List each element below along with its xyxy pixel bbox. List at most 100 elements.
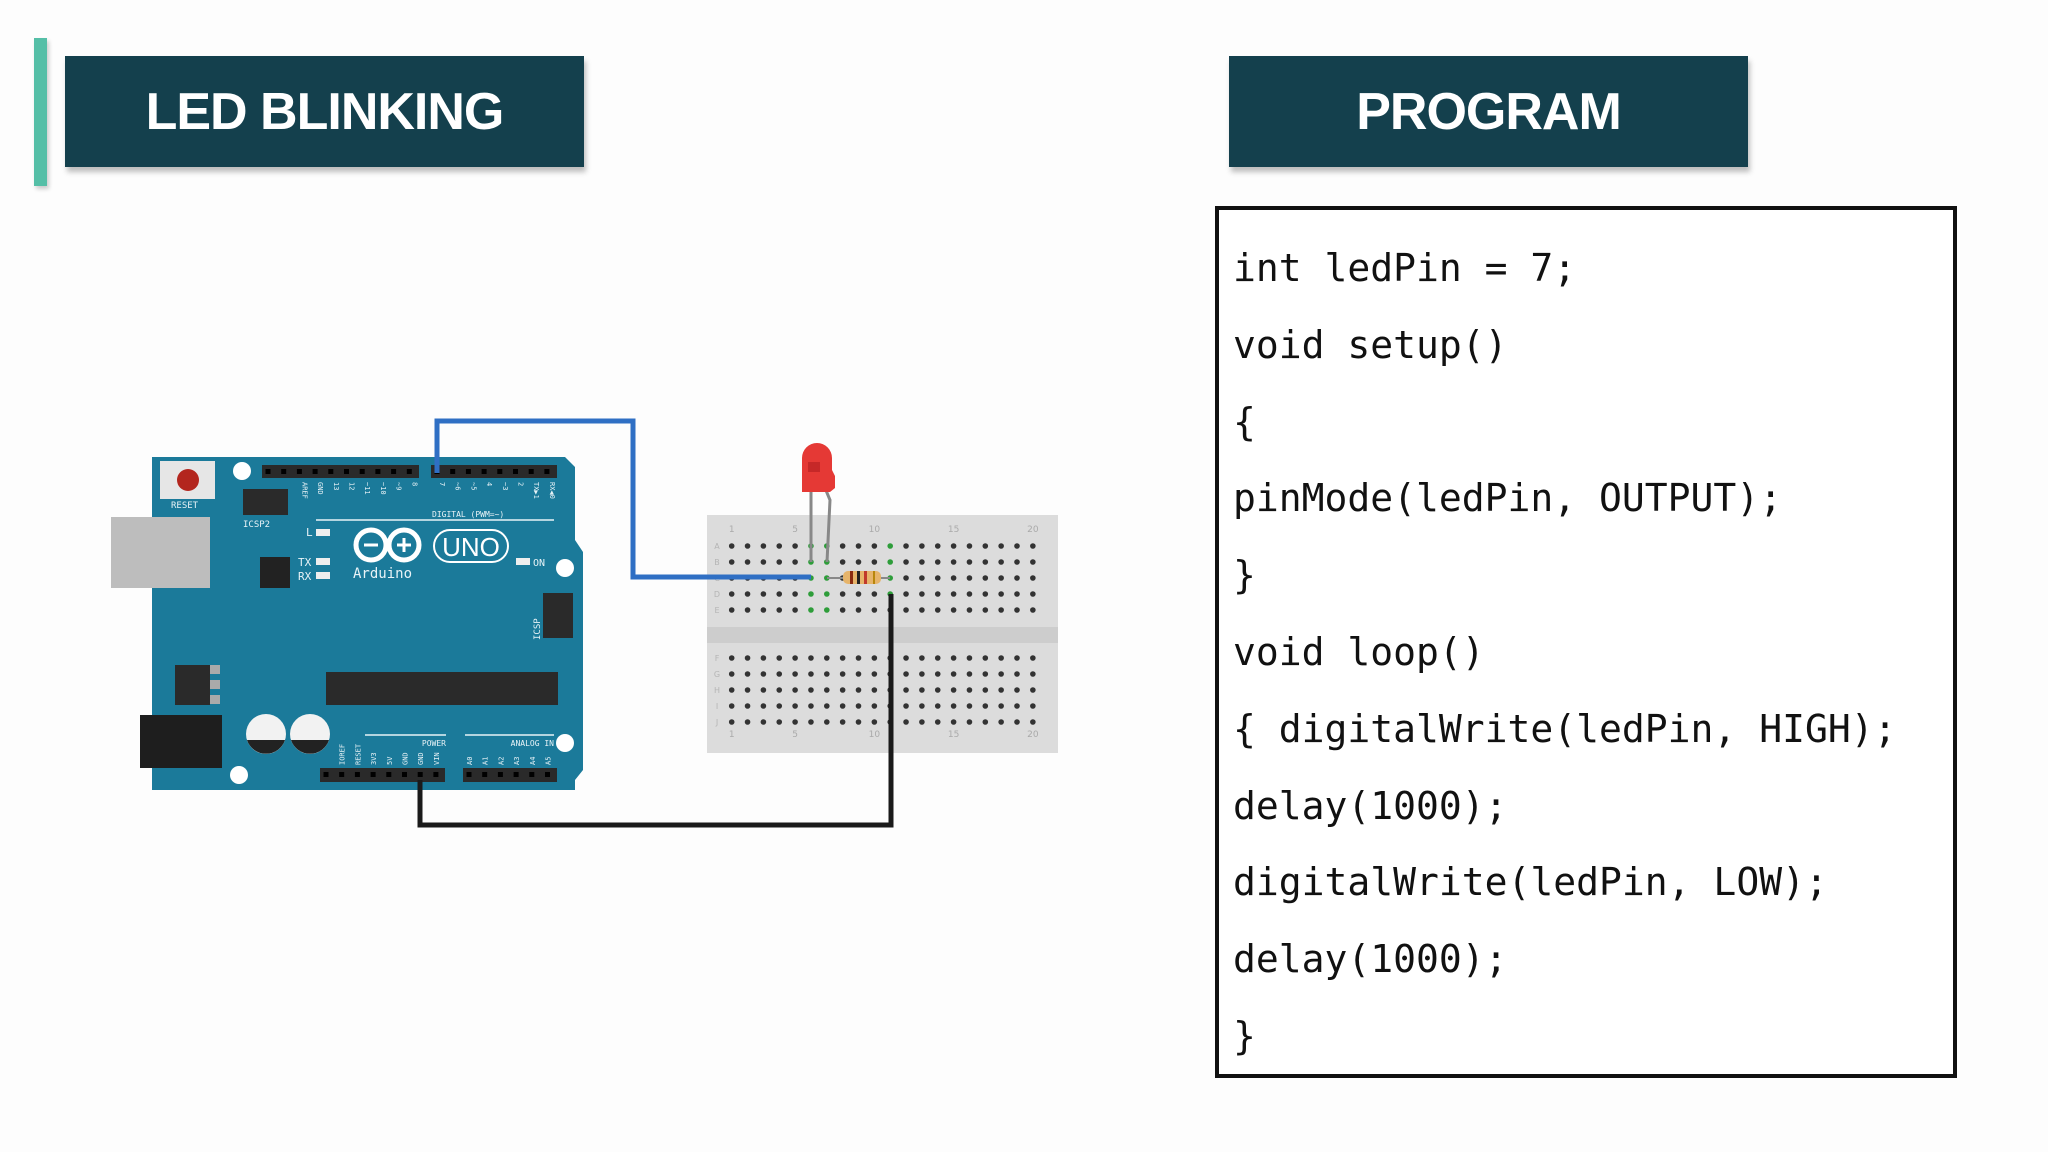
header-pin [482,772,488,777]
digital-header-left [262,465,419,478]
breadboard-hole [824,687,830,693]
code-box: int ledPin = 7;void setup(){pinMode(ledP… [1215,206,1957,1078]
header-pin [359,469,365,474]
capacitor [290,714,330,754]
breadboard-row-label: D [714,590,720,599]
breadboard-hole [760,655,767,661]
breadboard-hole [919,575,925,581]
breadboard-hole [919,703,925,709]
breadboard-hole [871,687,878,693]
breadboard-hole [966,687,973,693]
breadboard-hole [808,655,814,661]
mounting-hole [556,559,574,577]
breadboard-hole [966,655,973,661]
pin-label: RESET [354,743,362,765]
breadboard-hole [744,719,751,725]
header-pin [450,469,456,474]
breadboard-row-label: F [715,654,720,663]
breadboard-hole [824,591,830,597]
breadboard-hole [903,559,909,565]
breadboard-hole [824,655,830,661]
breadboard-hole [760,703,767,709]
breadboard-hole [792,655,798,661]
breadboard-hole [919,607,925,613]
breadboard-hole [792,703,798,709]
header-pin [417,772,423,777]
analog-header [463,768,557,782]
header-pin [354,772,360,777]
breadboard-hole [966,591,973,597]
pin-label: ~10 [379,482,387,495]
breadboard-hole [792,671,798,677]
code-line: delay(1000); [1233,783,1508,828]
breadboard-column-label: 1 [729,525,735,535]
breadboard-hole [1014,703,1020,709]
breadboard-hole [760,591,767,597]
breadboard-hole [998,591,1004,597]
breadboard-hole [744,543,751,549]
pin-label: GND [316,482,324,495]
breadboard-column-label: 10 [869,525,881,535]
breadboard-hole [966,607,973,613]
breadboard-hole [792,687,798,693]
breadboard-hole [839,719,846,725]
breadboard-hole [1014,575,1020,581]
code-line: { digitalWrite(ledPin, HIGH); [1233,706,1897,751]
header-pin [296,469,302,474]
breadboard-hole [950,719,957,725]
breadboard-hole [934,575,941,581]
code-line: void setup() [1233,322,1508,367]
arduino-logo-icon [353,527,422,563]
breadboard-hole [903,543,909,549]
breadboard-hole [760,543,767,549]
header-pin [529,772,535,777]
l-led-label: L [306,526,313,539]
breadboard-hole [855,687,862,693]
breadboard-hole [855,655,862,661]
header-pin [513,469,518,474]
header-pin [328,469,334,474]
breadboard-hole [792,543,798,549]
breadboard-hole [998,575,1004,581]
breadboard-hole [744,607,751,613]
pin-label: GND [417,752,425,765]
breadboard-column-label: 1 [729,730,735,740]
breadboard-hole [966,559,973,565]
breadboard-hole [982,687,989,693]
signal-wire-pin7 [434,418,811,580]
breadboard-hole [1030,655,1036,661]
breadboard-hole [776,559,783,565]
code-line: void loop() [1233,630,1485,674]
breadboard-hole [760,687,767,693]
digital-header-right [431,465,557,478]
breadboard-hole [808,671,814,677]
breadboard-row-label: A [714,542,720,551]
code-line: delay(1000); [1233,937,1508,982]
breadboard-hole [792,591,798,597]
header-pin [312,469,318,474]
breadboard-hole [808,703,814,709]
pin-label: A2 [497,757,505,765]
code-line: } [1233,553,1256,598]
header-pin [406,469,412,474]
breadboard-hole [776,543,783,549]
on-label: ON [533,558,545,569]
breadboard-hole [982,607,989,613]
breadboard-row-label: J [715,718,718,727]
analog-label: ANALOG IN [511,739,555,748]
header-pin [281,469,287,474]
breadboard-hole [808,687,814,693]
tx-label: TX [298,556,312,569]
breadboard-hole [776,687,783,693]
breadboard-hole [1030,703,1036,709]
power-header [320,768,445,782]
pin-label: A1 [482,757,490,765]
pin-label: A3 [513,757,521,765]
breadboard-hole [903,655,909,661]
breadboard-hole [919,687,925,693]
breadboard-hole [1030,671,1036,677]
breadboard-hole [966,703,973,709]
breadboard-hole [871,719,878,725]
header-pin [545,772,550,777]
